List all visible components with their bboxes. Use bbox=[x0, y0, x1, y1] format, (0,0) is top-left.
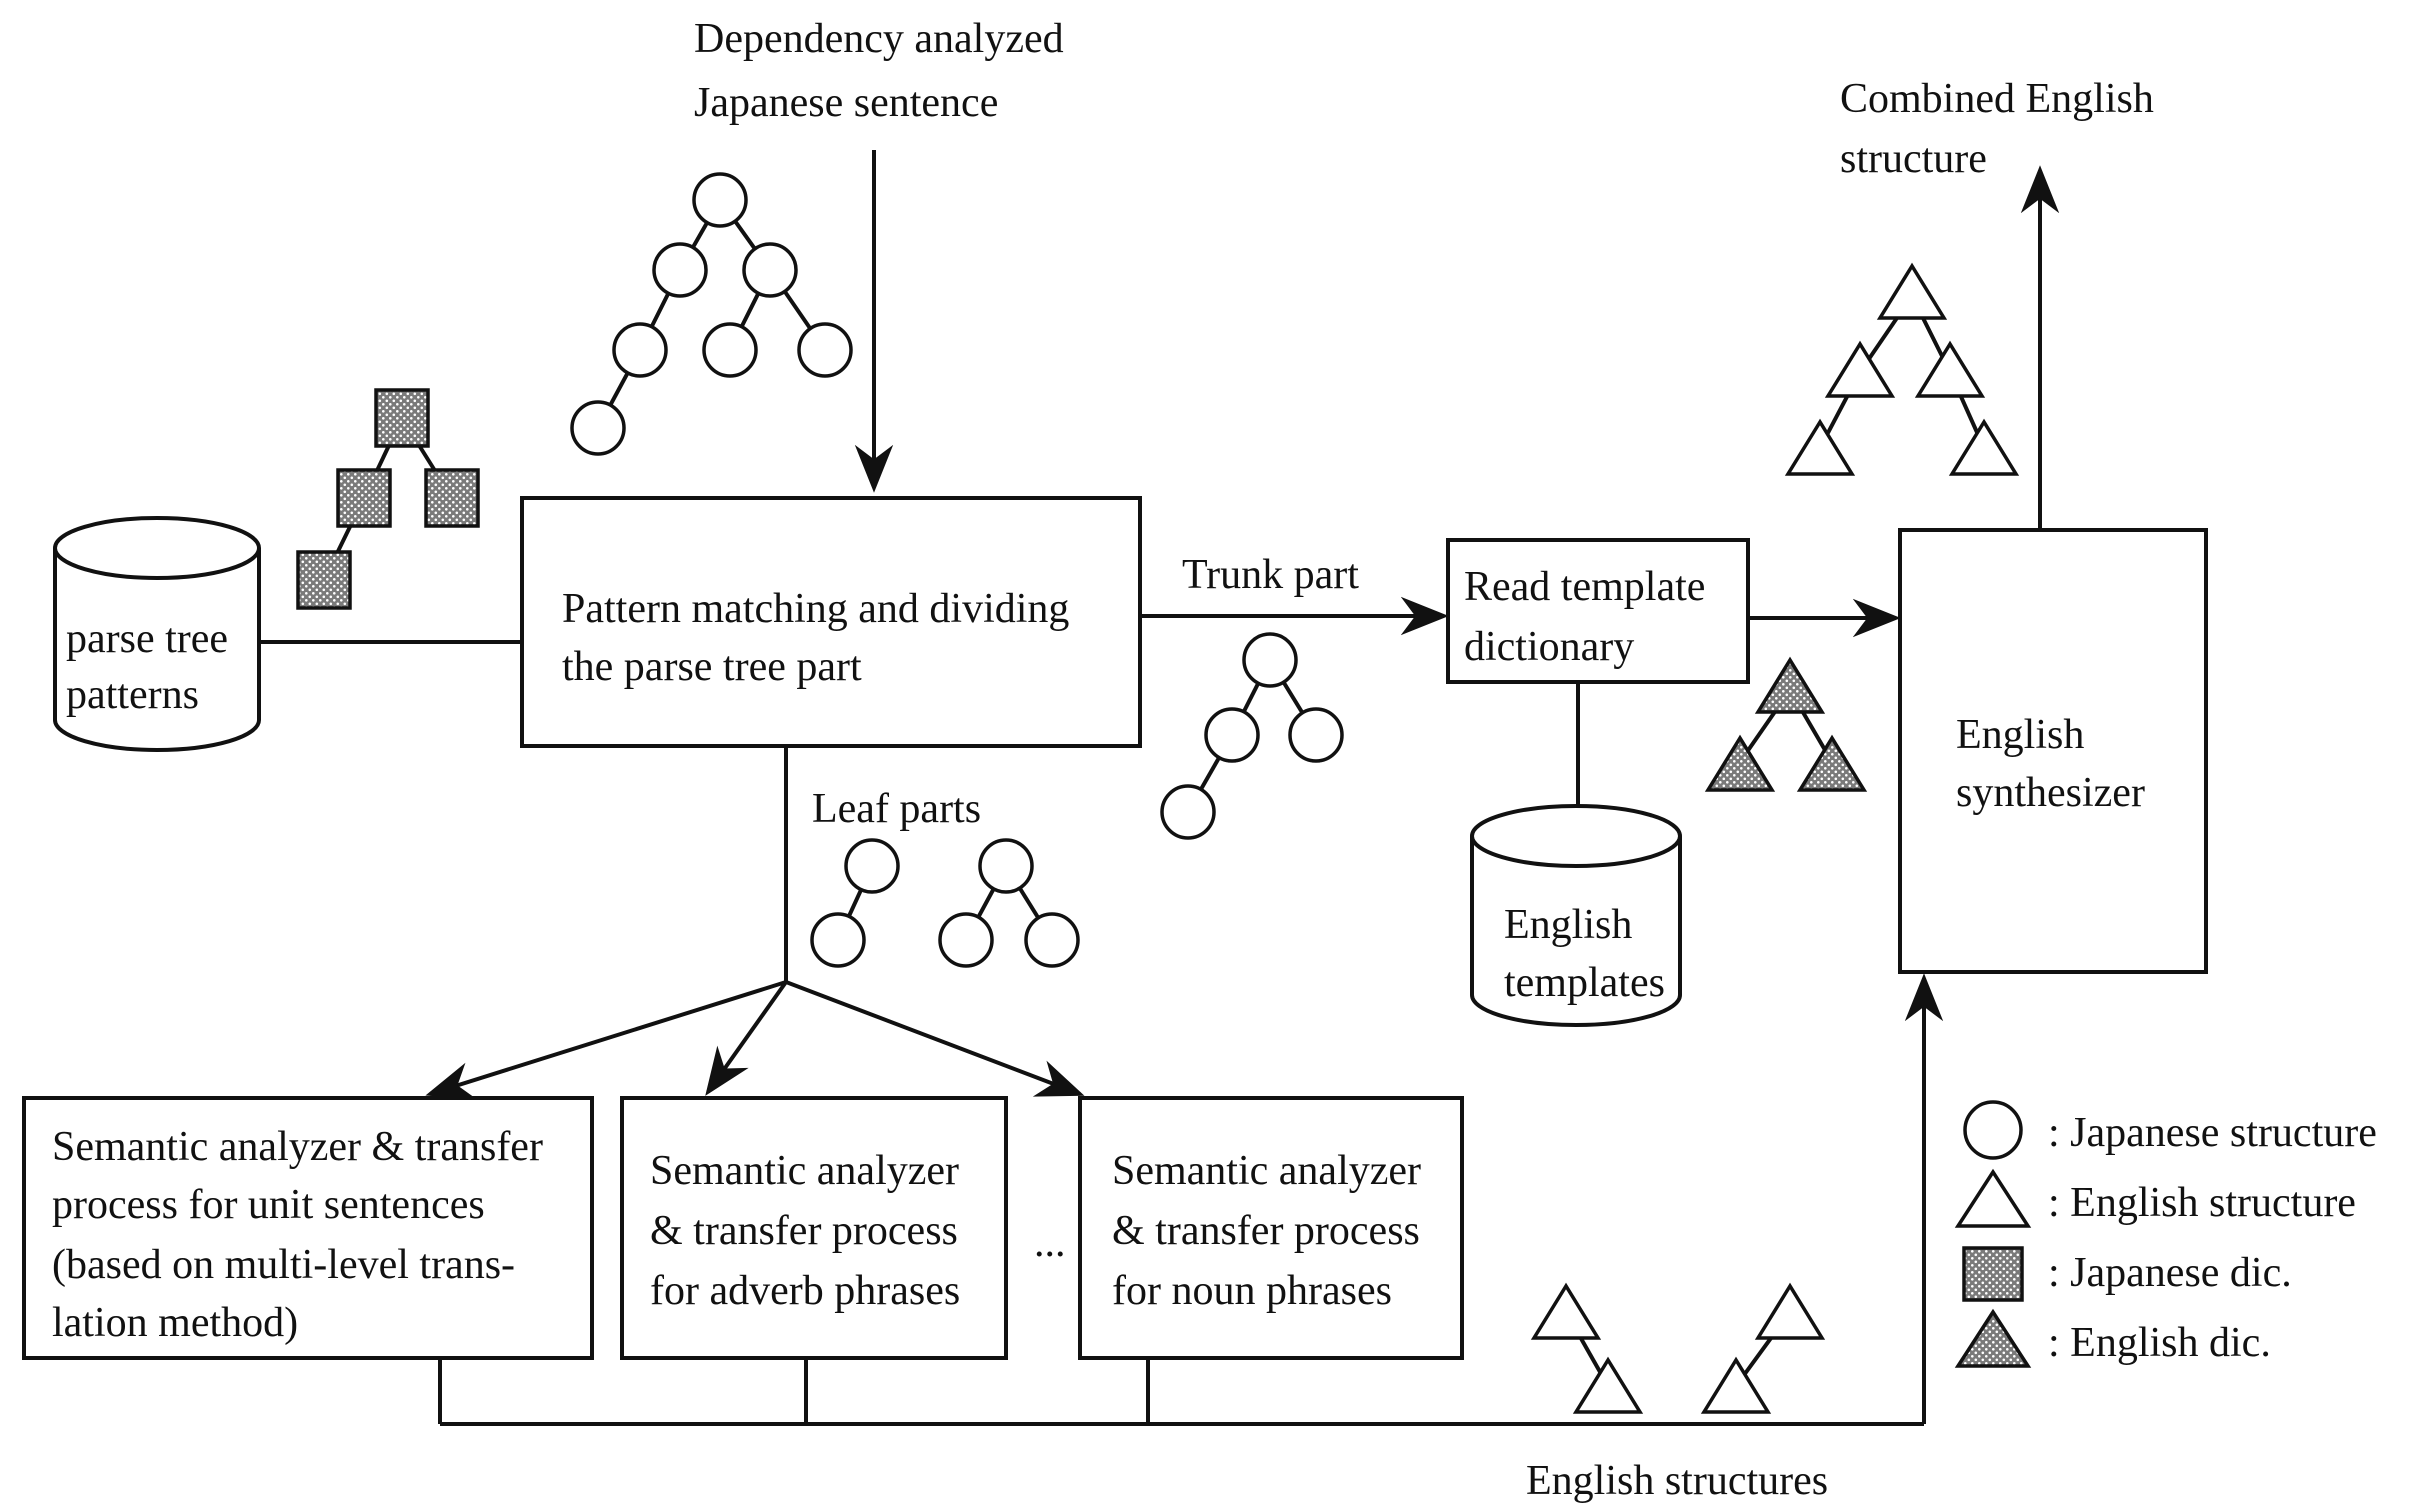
japanese-node-icon bbox=[692, 172, 748, 228]
output-label-line2: structure bbox=[1840, 136, 1987, 182]
english-node-icon bbox=[1914, 340, 1986, 398]
analyzer-unit-line4: lation method) bbox=[52, 1300, 298, 1346]
parse-tree-db-line1: parse tree bbox=[66, 616, 228, 662]
synthesizer-line2: synthesizer bbox=[1956, 770, 2145, 816]
legend-japanese-structure-icon bbox=[1963, 1100, 2023, 1160]
japanese-dic-tree bbox=[296, 388, 480, 610]
english-dic-tree bbox=[1704, 656, 1868, 792]
english-synthesizer-box: English synthesizer bbox=[1898, 528, 2208, 974]
legend-english-structure: : English structure bbox=[2048, 1180, 2356, 1226]
template-box-line1: Read template bbox=[1464, 564, 1705, 610]
template-box-line2: dictionary bbox=[1464, 624, 1634, 670]
legend: : Japanese structure : English structure… bbox=[1954, 1100, 2377, 1368]
trunk-japanese-tree bbox=[1160, 632, 1344, 840]
input-label-line2: Japanese sentence bbox=[694, 80, 998, 126]
pattern-box-line1: Pattern matching and dividing bbox=[562, 586, 1069, 632]
analyzer-noun-line3: for noun phrases bbox=[1112, 1268, 1392, 1314]
ellipsis-label: ... bbox=[1034, 1220, 1066, 1266]
leaf-to-noun-arrow bbox=[785, 980, 1085, 1097]
english-node-icon bbox=[1572, 1356, 1644, 1414]
legend-english-structure-icon bbox=[1954, 1168, 2032, 1228]
japanese-node-icon bbox=[810, 912, 866, 968]
japanese-node-icon bbox=[702, 322, 758, 378]
input-label-line1: Dependency analyzed bbox=[694, 16, 1064, 62]
english-node-icon bbox=[1530, 1282, 1602, 1340]
english-node-icon bbox=[1700, 1356, 1772, 1414]
japanese-node-icon bbox=[1288, 707, 1344, 763]
english-templates-line2: templates bbox=[1504, 960, 1665, 1006]
analyzer-adverb-phrases-box: Semantic analyzer & transfer process for… bbox=[620, 1096, 1008, 1360]
analyzer-noun-phrases-box: Semantic analyzer & transfer process for… bbox=[1078, 1096, 1464, 1360]
synthesizer-line1: English bbox=[1956, 712, 2084, 758]
japanese-dic-icon bbox=[296, 550, 352, 610]
leaf-parts-label: Leaf parts bbox=[812, 786, 981, 832]
japanese-node-icon bbox=[797, 322, 853, 378]
english-dic-icon bbox=[1796, 734, 1868, 792]
japanese-node-icon bbox=[570, 400, 626, 456]
bus-english-trees bbox=[1530, 1282, 1826, 1414]
analyzer-unit-line1: Semantic analyzer & transfer bbox=[52, 1124, 543, 1170]
parse-tree-db-line2: patterns bbox=[66, 672, 199, 718]
legend-japanese-dic: : Japanese dic. bbox=[2048, 1250, 2292, 1296]
combined-english-tree bbox=[1784, 262, 2020, 476]
japanese-dic-icon bbox=[424, 468, 480, 528]
japanese-node-icon bbox=[1204, 707, 1260, 763]
trunk-part-label: Trunk part bbox=[1182, 552, 1359, 598]
japanese-node-icon bbox=[1242, 632, 1298, 688]
input-japanese-tree bbox=[570, 172, 853, 456]
legend-japanese-dic-icon bbox=[1962, 1246, 2024, 1302]
japanese-node-icon bbox=[1160, 784, 1216, 840]
japanese-node-icon bbox=[652, 242, 708, 298]
analyzer-adverb-line2: & transfer process bbox=[650, 1208, 958, 1254]
english-node-icon bbox=[1754, 1282, 1826, 1340]
japanese-dic-icon bbox=[374, 388, 430, 448]
analyzer-noun-line2: & transfer process bbox=[1112, 1208, 1420, 1254]
english-node-icon bbox=[1824, 340, 1896, 398]
japanese-node-icon bbox=[938, 912, 994, 968]
english-dic-icon bbox=[1704, 734, 1776, 792]
english-dic-icon bbox=[1754, 656, 1826, 714]
legend-english-dic: : English dic. bbox=[2048, 1320, 2271, 1366]
analyzer-unit-line3: (based on multi-level trans- bbox=[52, 1242, 515, 1288]
analyzer-unit-line2: process for unit sentences bbox=[52, 1182, 485, 1228]
japanese-node-icon bbox=[742, 242, 798, 298]
english-templates-database: English templates bbox=[1470, 804, 1682, 1027]
legend-english-dic-icon bbox=[1954, 1308, 2032, 1368]
read-template-dictionary-box: Read template dictionary bbox=[1446, 538, 1750, 684]
english-node-icon bbox=[1784, 418, 1856, 476]
analyzer-adverb-line1: Semantic analyzer bbox=[650, 1148, 959, 1194]
japanese-node-icon bbox=[612, 322, 668, 378]
english-structures-label: English structures bbox=[1526, 1458, 1828, 1504]
japanese-node-icon bbox=[1024, 912, 1080, 968]
english-node-icon bbox=[1948, 418, 2020, 476]
analyzer-noun-line1: Semantic analyzer bbox=[1112, 1148, 1421, 1194]
pattern-matching-box: Pattern matching and dividing the parse … bbox=[520, 496, 1142, 748]
pattern-box-line2: the parse tree part bbox=[562, 644, 862, 690]
japanese-dic-icon bbox=[336, 468, 392, 528]
analyzer-unit-sentences-box: Semantic analyzer & transfer process for… bbox=[22, 1096, 594, 1360]
legend-japanese-structure: : Japanese structure bbox=[2048, 1110, 2377, 1156]
leaf-to-adverb-arrow bbox=[705, 980, 788, 1096]
leaf-to-unit-arrow bbox=[425, 980, 787, 1100]
japanese-node-icon bbox=[978, 838, 1034, 894]
english-node-icon bbox=[1876, 262, 1948, 320]
japanese-node-icon bbox=[844, 838, 900, 894]
parse-tree-patterns-database: parse tree patterns bbox=[53, 516, 261, 752]
output-label-line1: Combined English bbox=[1840, 76, 2154, 122]
english-templates-line1: English bbox=[1504, 902, 1632, 948]
leaf-japanese-trees bbox=[810, 838, 1080, 968]
analyzer-adverb-line3: for adverb phrases bbox=[650, 1268, 960, 1314]
